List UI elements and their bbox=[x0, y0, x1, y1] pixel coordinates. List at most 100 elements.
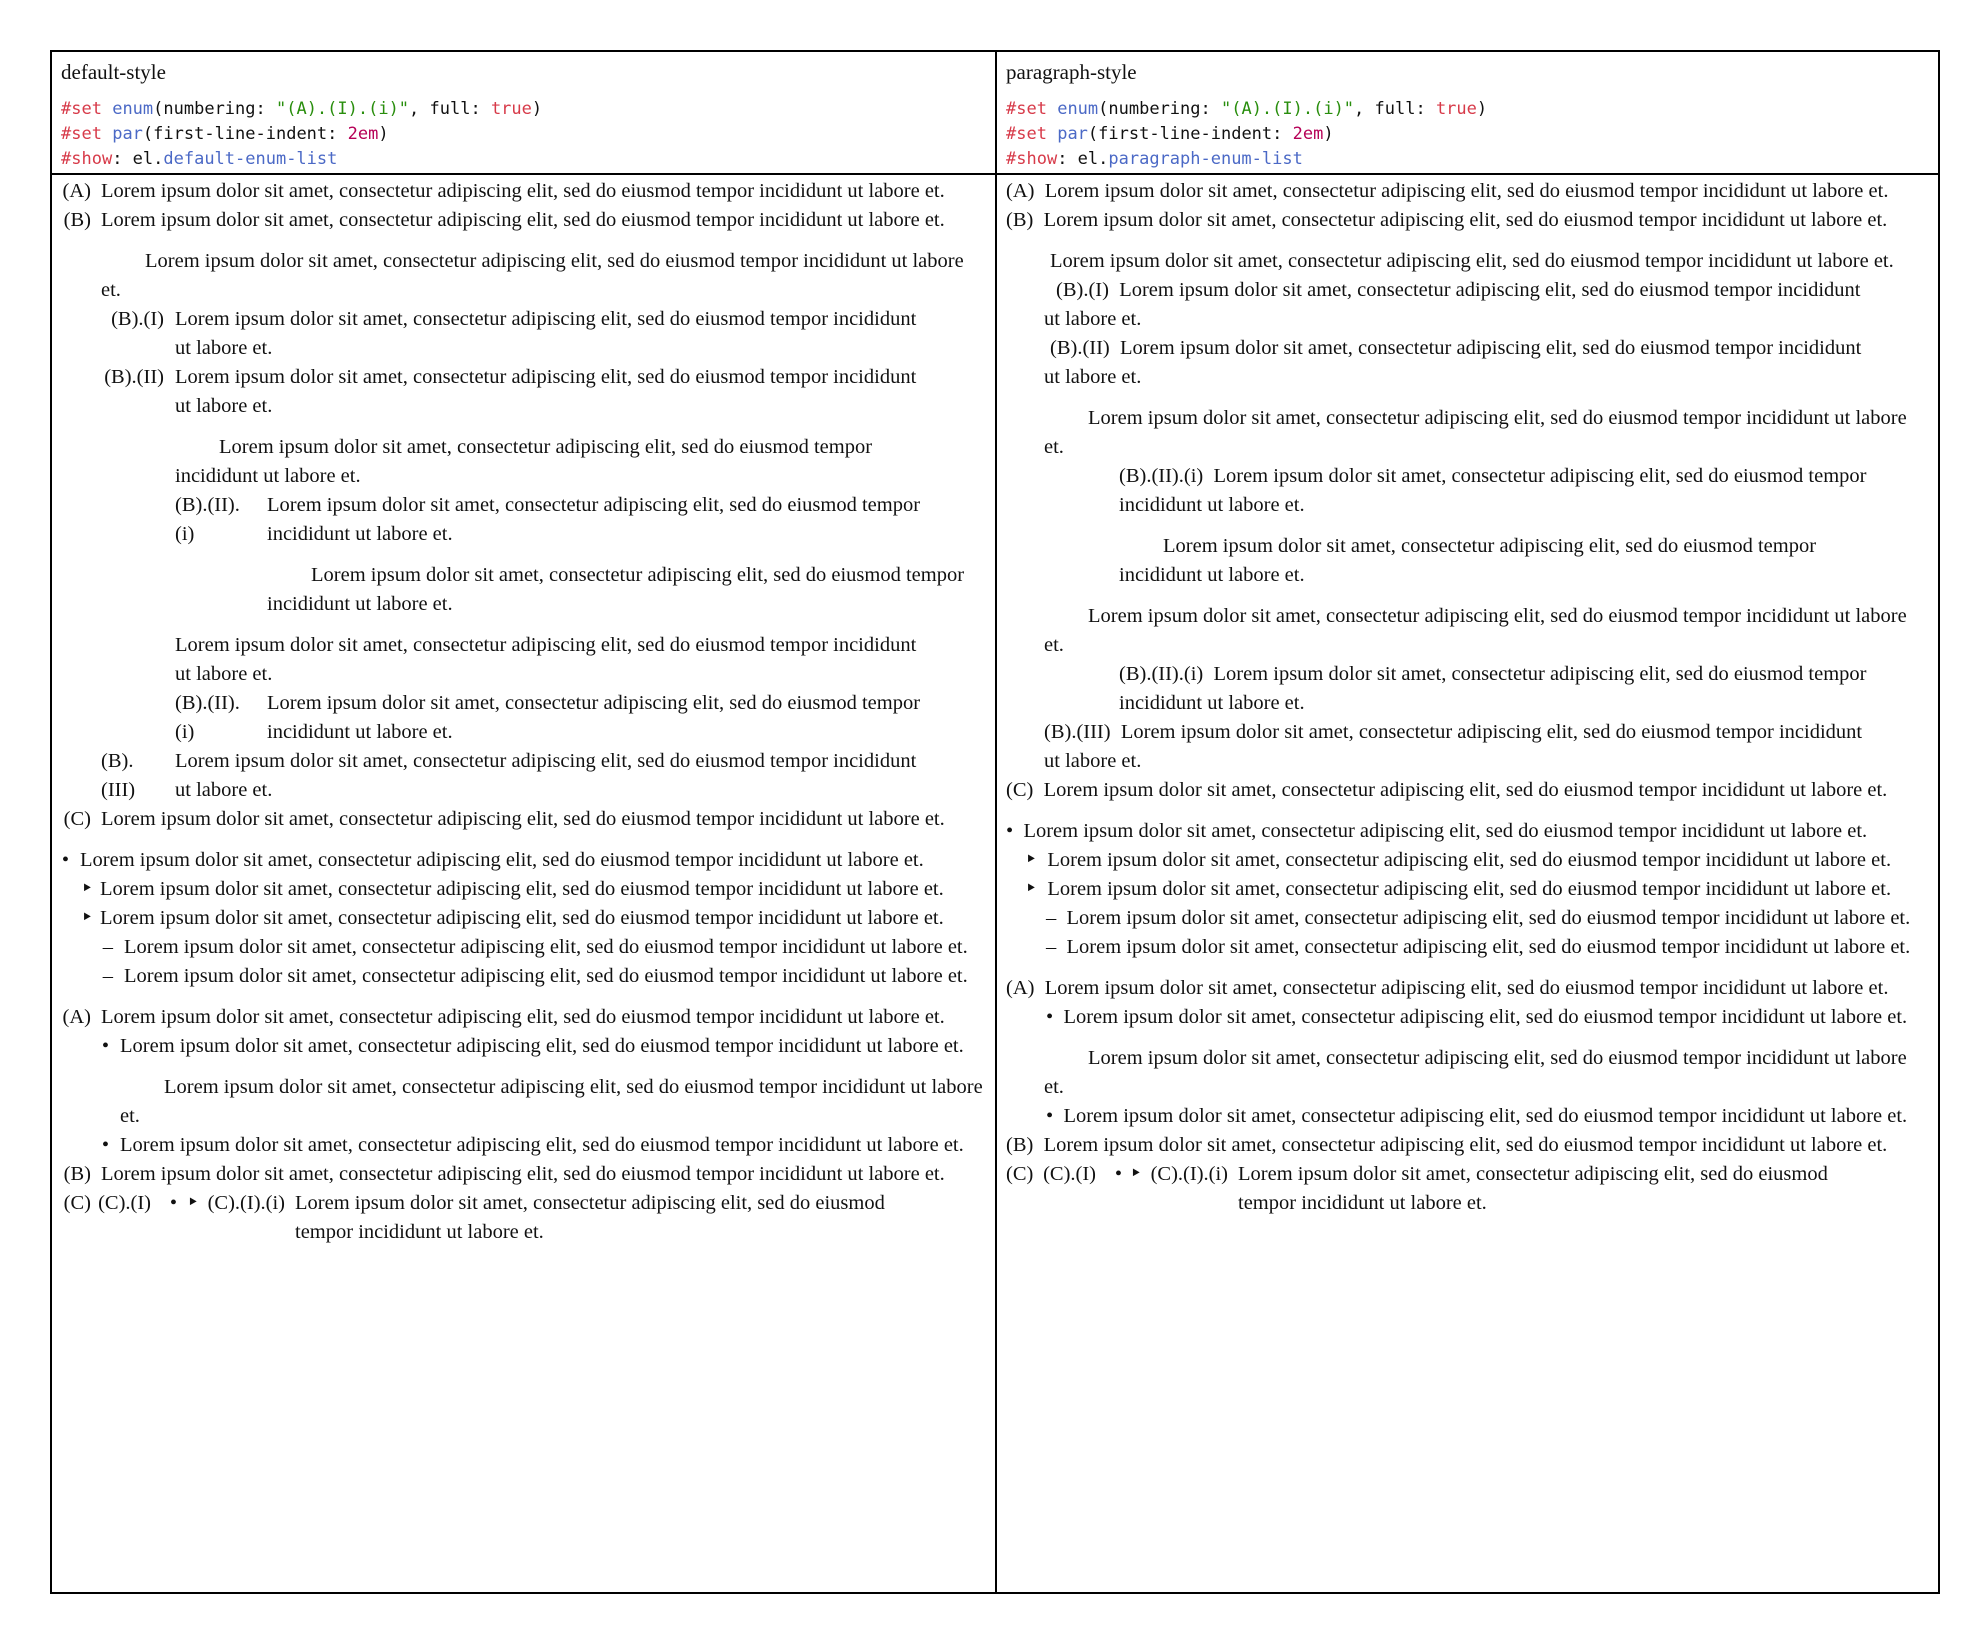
list-item-text: Lorem ipsum dolor sit amet, consectetur … bbox=[101, 209, 945, 231]
code-keyword: #set bbox=[61, 99, 102, 119]
paragraph: Lorem ipsum dolor sit amet, consectetur … bbox=[267, 564, 965, 615]
list-item: (B) Lorem ipsum dolor sit amet, consectet… bbox=[61, 206, 986, 235]
list-item-text: Lorem ipsum dolor sit amet, consectetur … bbox=[1063, 1006, 1908, 1028]
triangle-marker: ‣ bbox=[1025, 878, 1038, 900]
paragraph-list-item: – Lorem ipsum dolor sit amet, consectetu… bbox=[1006, 933, 1931, 962]
code-text: (first-line-indent: bbox=[1087, 124, 1293, 144]
code-value: true bbox=[490, 99, 532, 119]
dash-marker: – bbox=[1046, 907, 1057, 929]
list-item: ‣ Lorem ipsum dolor sit amet, consectetur… bbox=[61, 904, 986, 933]
enum-marker: (A) bbox=[62, 180, 91, 202]
code-text: ) bbox=[1323, 124, 1334, 144]
enum-marker: (C) bbox=[1006, 1163, 1034, 1185]
paragraph-list-item: (B).(II) Lorem ipsum dolor sit amet, con… bbox=[1006, 334, 1931, 392]
list-item: (A)Lorem ipsum dolor sit amet, consectet… bbox=[61, 1003, 986, 1032]
enum-marker: (B) bbox=[63, 209, 91, 231]
paragraph-list-item: ‣ Lorem ipsum dolor sit amet, consectetu… bbox=[1006, 846, 1931, 875]
column-title: default-style bbox=[61, 60, 166, 84]
list-item: •Lorem ipsum dolor sit amet, consectetur… bbox=[61, 1032, 986, 1061]
header-default-style: default-style #set enum(numbering: "(A).… bbox=[52, 52, 997, 175]
code-text: , full: bbox=[409, 99, 491, 119]
list-item-text: Lorem ipsum dolor sit amet, consectetur … bbox=[1043, 779, 1888, 801]
enum-marker: (B).(III) bbox=[1044, 721, 1111, 743]
list-item-text: Lorem ipsum dolor sit amet, consectetur … bbox=[1044, 180, 1889, 202]
list-item: (C) (C).(I) • ‣ (C).(I).(i) Lorem ipsum … bbox=[1006, 1160, 1931, 1218]
header-paragraph-style: paragraph-style #set enum(numbering: "(A… bbox=[997, 52, 1940, 175]
column-title: paragraph-style bbox=[1006, 60, 1137, 84]
list-item-text: Lorem ipsum dolor sit amet, consectetur … bbox=[1043, 1134, 1888, 1156]
list-item-text: Lorem ipsum dolor sit amet, consectetur … bbox=[1043, 209, 1888, 231]
paragraph-list-item: • Lorem ipsum dolor sit amet, consectetu… bbox=[1006, 817, 1931, 846]
list-item: –Lorem ipsum dolor sit amet, consectetur… bbox=[61, 962, 986, 991]
dash-marker: – bbox=[1046, 936, 1057, 958]
enum-marker: (A) bbox=[1006, 977, 1035, 999]
list-item: •Lorem ipsum dolor sit amet, consectetur… bbox=[61, 1131, 986, 1160]
enum-marker: (C).(I) bbox=[98, 1192, 151, 1214]
code-text: ) bbox=[378, 124, 389, 144]
triangle-marker: ‣ bbox=[81, 907, 94, 929]
default-style-output: (A) Lorem ipsum dolor sit amet, consectet… bbox=[52, 175, 997, 1592]
paragraph-style-output: (A) Lorem ipsum dolor sit amet, consecte… bbox=[997, 175, 1940, 1592]
triangle-marker: ‣ bbox=[81, 878, 94, 900]
paragraph-list-item: (A) Lorem ipsum dolor sit amet, consecte… bbox=[1006, 177, 1931, 206]
enum-marker: (C) bbox=[63, 1192, 91, 1214]
list-item-text: Lorem ipsum dolor sit amet, consectetur … bbox=[175, 366, 917, 417]
code-block: #set enum(numbering: "(A).(I).(i)", full… bbox=[1006, 97, 1931, 172]
code-keyword: #set bbox=[61, 124, 102, 144]
list-item-text: Lorem ipsum dolor sit amet, consectetur … bbox=[295, 1192, 885, 1243]
list-item-text: Lorem ipsum dolor sit amet, consectetur … bbox=[100, 907, 944, 929]
paragraph-list-item: (B).(III) Lorem ipsum dolor sit amet, co… bbox=[1006, 718, 1931, 776]
enum-marker: (C) bbox=[63, 808, 91, 830]
bullet-marker: • bbox=[1006, 820, 1014, 842]
list-item-text: Lorem ipsum dolor sit amet, consectetur … bbox=[1066, 936, 1911, 958]
list-item: (B).(III)Lorem ipsum dolor sit amet, con… bbox=[61, 747, 986, 805]
code-text: ) bbox=[531, 99, 543, 119]
list-item: (B).(II)Lorem ipsum dolor sit amet, cons… bbox=[61, 363, 986, 421]
list-item: (C)Lorem ipsum dolor sit amet, consectet… bbox=[61, 805, 986, 834]
triangle-marker: ‣ bbox=[1025, 849, 1038, 871]
list-item-text: Lorem ipsum dolor sit amet, consectetur … bbox=[267, 692, 921, 743]
paragraph-list-item: (B).(I) Lorem ipsum dolor sit amet, cons… bbox=[1006, 276, 1931, 334]
code-keyword: #set bbox=[1006, 124, 1047, 144]
paragraph-list-item: • Lorem ipsum dolor sit amet, consectetu… bbox=[1006, 1102, 1931, 1131]
list-item-text: Lorem ipsum dolor sit amet, consectetur … bbox=[124, 936, 968, 958]
paragraph-list-item: – Lorem ipsum dolor sit amet, consectetu… bbox=[1006, 904, 1931, 933]
triangle-marker: ‣ bbox=[1129, 1163, 1142, 1185]
list-item-text: Lorem ipsum dolor sit amet, consectetur … bbox=[1044, 721, 1863, 772]
paragraph: Lorem ipsum dolor sit amet, consectetur … bbox=[1119, 535, 1817, 586]
code-text: , full: bbox=[1354, 99, 1436, 119]
list-item-text: Lorem ipsum dolor sit amet, consectetur … bbox=[1044, 337, 1862, 388]
code-function: enum bbox=[1057, 99, 1099, 119]
code-text: (numbering: bbox=[153, 99, 276, 119]
enum-marker: (C).(I).(i) bbox=[1150, 1163, 1228, 1185]
enum-marker: (B) bbox=[63, 1163, 91, 1185]
bullet-marker: • bbox=[169, 1192, 177, 1214]
list-item-text: Lorem ipsum dolor sit amet, consectetur … bbox=[1047, 878, 1892, 900]
code-string: "(A).(I).(i)" bbox=[275, 99, 410, 119]
paragraph-list-item: ‣ Lorem ipsum dolor sit amet, consectetu… bbox=[1006, 875, 1931, 904]
list-item-text: Lorem ipsum dolor sit amet, consectetur … bbox=[101, 180, 945, 202]
list-item-text: Lorem ipsum dolor sit amet, consectetur … bbox=[175, 308, 917, 359]
list-item-text: Lorem ipsum dolor sit amet, consectetur … bbox=[101, 1006, 945, 1028]
enum-marker: (B).(I) bbox=[1056, 279, 1109, 301]
enum-marker: (B) bbox=[1006, 209, 1034, 231]
paragraph-list-item: (B) Lorem ipsum dolor sit amet, consecte… bbox=[1006, 1131, 1931, 1160]
list-item: ‣Lorem ipsum dolor sit amet, consectetur… bbox=[61, 875, 986, 904]
list-item-text: Lorem ipsum dolor sit amet, consectetur … bbox=[1238, 1163, 1828, 1214]
paragraph-list-item: (C) Lorem ipsum dolor sit amet, consecte… bbox=[1006, 776, 1931, 805]
code-value: 2em bbox=[1292, 124, 1324, 144]
code-keyword: #show bbox=[61, 149, 113, 169]
enum-marker: (A) bbox=[1006, 180, 1035, 202]
list-item-text: Lorem ipsum dolor sit amet, consectetur … bbox=[1119, 465, 1867, 516]
paragraph-list-item: (B).(II).(i) Lorem ipsum dolor sit amet,… bbox=[1006, 462, 1931, 520]
paragraph-list-item: (B) Lorem ipsum dolor sit amet, consecte… bbox=[1006, 206, 1931, 235]
code-text: : el. bbox=[1057, 149, 1109, 169]
bullet-marker: • bbox=[61, 849, 69, 871]
paragraph: Lorem ipsum dolor sit amet, consectetur … bbox=[1050, 250, 1894, 272]
enum-marker: (B).(III) bbox=[101, 750, 136, 801]
bullet-marker: • bbox=[1046, 1105, 1054, 1127]
code-text: : el. bbox=[112, 149, 164, 169]
bullet-marker: • bbox=[1114, 1163, 1122, 1185]
list-item-text: Lorem ipsum dolor sit amet, consectetur … bbox=[1044, 977, 1889, 999]
code-function: par bbox=[1057, 124, 1088, 144]
